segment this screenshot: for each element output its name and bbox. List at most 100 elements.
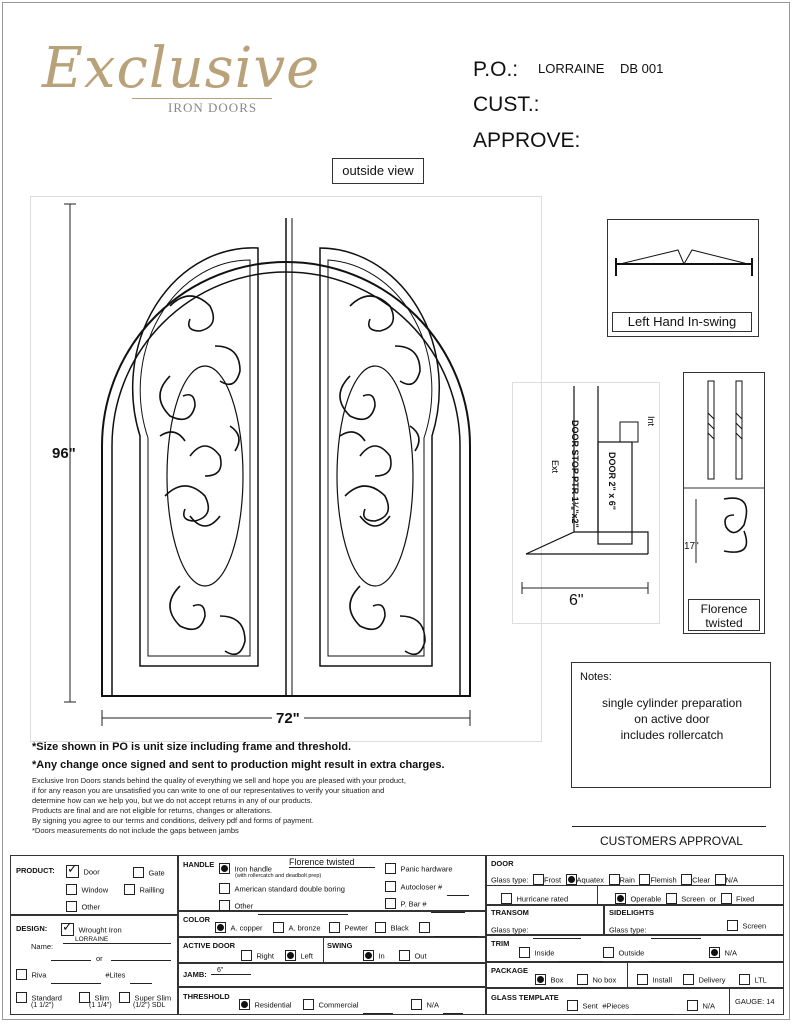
po-label: P.O.: <box>473 58 519 81</box>
handle-autocloser-checkbox[interactable] <box>385 881 396 893</box>
glass-clear-checkbox[interactable] <box>681 874 693 886</box>
design-name-field[interactable]: LORRAINE <box>63 936 171 944</box>
product-other-checkbox[interactable] <box>66 901 77 913</box>
swing-label: Left Hand In-swing <box>612 312 752 332</box>
operable-radio[interactable] <box>615 893 626 905</box>
glass-template-sent-checkbox[interactable] <box>567 1000 578 1012</box>
design-super-slim-sub: (1/2") SDL <box>133 1002 166 1009</box>
jamb-label: JAMB: <box>183 970 207 979</box>
glass-flemish-checkbox[interactable] <box>639 874 651 886</box>
design-wrought-checkbox[interactable] <box>61 920 74 937</box>
trim-inside-field[interactable] <box>558 953 603 962</box>
threshold-na-field[interactable] <box>443 1005 464 1014</box>
threshold-commercial-checkbox[interactable] <box>303 999 314 1011</box>
gauge-label: GAUGE: 14 <box>735 997 775 1006</box>
glass-aquatex-radio[interactable] <box>565 874 577 886</box>
package-box-label: Box <box>550 975 564 985</box>
package-delivery-label: Delivery <box>698 975 726 985</box>
design-slim-label: Slim <box>94 993 110 1003</box>
design-riva-checkbox[interactable] <box>16 969 27 981</box>
screen-checkbox[interactable] <box>665 893 677 905</box>
sidelights-glass-field[interactable] <box>650 930 701 939</box>
commercial-field[interactable] <box>362 1005 393 1014</box>
door-stop-label: DOOR STOP PTR 1⅛"x2" <box>570 420 580 528</box>
product-section: PRODUCT: Door Gate Window Railling Other <box>10 855 178 916</box>
color-bronze-checkbox[interactable] <box>273 922 284 934</box>
product-window-checkbox[interactable] <box>66 884 77 896</box>
hurricane-checkbox[interactable] <box>501 893 512 905</box>
glass-aquatex-label: Aquatex <box>576 875 605 885</box>
product-railing-checkbox[interactable] <box>124 884 135 896</box>
fixed-checkbox[interactable] <box>720 893 732 905</box>
swing-out-checkbox[interactable] <box>399 950 410 962</box>
pbar-field[interactable] <box>431 904 466 913</box>
handle-panic-checkbox[interactable] <box>385 863 396 875</box>
color-black-checkbox[interactable] <box>375 922 386 934</box>
pieces-field[interactable] <box>633 1006 674 1015</box>
glass-rain-checkbox[interactable] <box>608 874 620 886</box>
handle-pbar-checkbox[interactable] <box>385 898 396 910</box>
active-left-radio[interactable] <box>285 950 296 962</box>
transom-section: TRANSOM Glass type: <box>486 905 604 939</box>
handle-other-checkbox[interactable] <box>219 900 230 912</box>
color-other-field[interactable] <box>434 928 479 937</box>
trim-outside-checkbox[interactable] <box>603 947 614 959</box>
door-label: DOOR <box>491 859 514 868</box>
color-other-checkbox[interactable] <box>419 922 430 934</box>
product-gate-checkbox[interactable] <box>133 867 144 879</box>
transom-glass-field[interactable] <box>532 930 581 939</box>
design-standard-sub: (1 1/2") <box>31 1002 54 1009</box>
swing-in-radio[interactable] <box>363 950 374 962</box>
lites-field[interactable] <box>129 975 152 984</box>
package-box-radio[interactable] <box>535 974 546 986</box>
glass-clear-label: Clear <box>692 875 711 885</box>
profile-width-label: 6" <box>566 592 587 610</box>
handle-iron-field[interactable]: Florence twisted <box>289 857 375 868</box>
design-super-slim-checkbox[interactable] <box>119 992 130 1004</box>
package-ltl-checkbox[interactable] <box>739 974 750 986</box>
design-label: DESIGN: <box>16 924 48 933</box>
glass-template-na-checkbox[interactable] <box>687 1000 698 1012</box>
trim-outside-field[interactable] <box>648 953 689 962</box>
glass-template-pieces-label: #Pieces <box>602 1001 630 1011</box>
design-slim-checkbox[interactable] <box>79 992 90 1004</box>
package-delivery-checkbox[interactable] <box>683 974 694 986</box>
trim-label: TRIM <box>491 939 510 948</box>
handle-other-field[interactable] <box>257 906 348 915</box>
glass-frost-checkbox[interactable] <box>532 874 544 886</box>
operable-label: Operable <box>630 894 662 904</box>
product-door-checkbox[interactable] <box>66 862 79 879</box>
notes-line: on active door <box>634 712 710 726</box>
signature-line[interactable] <box>572 826 766 827</box>
color-copper-radio[interactable] <box>215 922 226 934</box>
riva-field[interactable] <box>50 975 101 984</box>
handle-iron-radio[interactable] <box>219 863 230 875</box>
sidelights-glass-label: Glass type: <box>609 925 647 935</box>
rule <box>111 960 171 961</box>
autocloser-field[interactable] <box>446 887 469 896</box>
glass-frost-label: Frost <box>543 875 562 885</box>
handle-american-checkbox[interactable] <box>219 883 230 895</box>
sidelights-screen-checkbox[interactable] <box>727 920 738 932</box>
product-other-label: Other <box>81 902 101 912</box>
door-or-label: or <box>709 894 717 904</box>
design-standard-checkbox[interactable] <box>16 992 27 1004</box>
threshold-na-checkbox[interactable] <box>411 999 422 1011</box>
handle-pbar-label: P. Bar # <box>400 899 427 909</box>
trim-inside-checkbox[interactable] <box>519 947 530 959</box>
package-nobox-checkbox[interactable] <box>577 974 588 986</box>
swing-in-label: In <box>378 951 385 961</box>
color-pewter-checkbox[interactable] <box>329 922 340 934</box>
design-riva-label: Riva <box>31 970 47 980</box>
profile-ext-label: Ext <box>550 460 560 474</box>
jamb-field[interactable]: 6" <box>211 967 251 975</box>
active-right-checkbox[interactable] <box>241 950 252 962</box>
screen-label: Screen <box>681 894 705 904</box>
trim-na-radio[interactable] <box>709 947 720 959</box>
threshold-residential-radio[interactable] <box>239 999 250 1011</box>
glass-na-checkbox[interactable] <box>714 874 726 886</box>
product-door-label: Door <box>83 867 100 877</box>
color-section: COLOR A. copper A. bronze Pewter Black <box>178 911 486 937</box>
package-install-checkbox[interactable] <box>637 974 648 986</box>
